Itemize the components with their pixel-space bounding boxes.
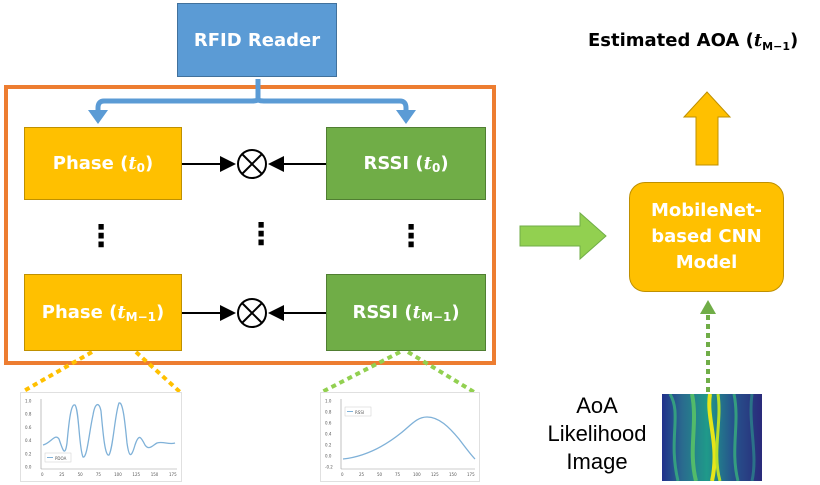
rfid-reader-label: RFID Reader <box>193 29 321 51</box>
rssi-top-close: ) <box>440 153 449 174</box>
phase-plot-xtick: 0 <box>41 472 44 477</box>
rssi-plot-xtick: 25 <box>359 472 365 477</box>
arrowhead-right <box>396 110 416 124</box>
rssi-plot-connector-right <box>406 350 476 394</box>
phase-bottom-sub: M−1 <box>125 309 157 324</box>
phase-plot-xtick: 125 <box>132 472 140 477</box>
cnn-model-box: MobileNet- based CNN Model <box>629 182 784 292</box>
output-sub: M−1 <box>762 40 790 53</box>
arrowhead-left <box>88 110 108 124</box>
dots-rssi: ⋮ <box>396 219 426 254</box>
output-label-text: Estimated AOA ( <box>588 30 754 51</box>
output-label: Estimated AOA (tM−1) <box>588 30 799 53</box>
phase-plot-xtick: 25 <box>59 472 65 477</box>
phase-plot-xtick: 175 <box>169 472 177 477</box>
rssi-plot-svg: 1.0 0.8 0.6 0.4 0.2 0.0 -0.2 0 25 50 75 100 125 150 1… <box>325 399 476 477</box>
rssi-plot-xtick: 75 <box>395 472 401 477</box>
rssi-box-top: RSSI ( t 0 ) <box>326 127 486 200</box>
dots-phase: ⋮ <box>86 219 116 254</box>
phase-bottom-label: Phase ( <box>41 302 118 323</box>
cnn-line-3: Model <box>675 252 738 273</box>
rssi-plot-connector-left <box>321 350 401 394</box>
phase-plot-ytick: 0.6 <box>25 425 32 430</box>
multiply-icon-bottom <box>237 298 267 328</box>
aoa-label-line-2: Likelihood <box>547 421 647 446</box>
aoa-image-label: AoA Likelihood Image <box>536 392 658 476</box>
rssi-plot-ytick: 0.4 <box>325 432 332 437</box>
rssi-plot-xtick: 125 <box>431 472 439 477</box>
rssi-top-var: t <box>423 153 432 174</box>
rssi-plot-ytick: 1.0 <box>325 399 332 404</box>
rssi-plot: 1.0 0.8 0.6 0.4 0.2 0.0 -0.2 0 25 50 75 100 125 150 1… <box>320 392 480 482</box>
rssi-plot-xtick: 50 <box>377 472 383 477</box>
to-cnn-arrow <box>519 211 607 261</box>
phase-plot-xtick: 75 <box>96 472 102 477</box>
rssi-plot-xtick: 100 <box>413 472 421 477</box>
phase-legend: PDOA <box>55 456 67 461</box>
phase-plot-xtick: 100 <box>114 472 122 477</box>
rssi-legend: RSSI <box>355 410 364 415</box>
rssi-plot-xtick: 0 <box>341 472 344 477</box>
rssi-top-sub: 0 <box>431 160 441 175</box>
rfid-reader-box: RFID Reader <box>177 3 337 77</box>
rssi-bottom-close: ) <box>451 302 460 323</box>
phase-top-close: ) <box>145 153 154 174</box>
aoa-label-line-1: AoA <box>576 393 618 418</box>
phase-plot-connector-left <box>21 350 93 394</box>
phase-plot-xtick: 50 <box>78 472 84 477</box>
feature-extraction-frame <box>4 85 496 365</box>
reader-split-arrow <box>95 79 409 112</box>
rssi-bottom-var: t <box>412 302 421 323</box>
multiply-icon-top <box>237 149 267 179</box>
dots-middle: ⋮ <box>246 217 276 252</box>
output-up-arrow <box>682 91 732 166</box>
output-var: t <box>753 30 763 51</box>
rssi-plot-ytick: 0.2 <box>325 443 332 448</box>
phase-plot-svg: 1.0 0.8 0.6 0.4 0.2 0.0 0 25 50 75 100 125 150 175 P… <box>25 399 177 478</box>
rssi-plot-xtick: 150 <box>449 472 457 477</box>
phase-plot-xtick: 150 <box>151 472 159 477</box>
phase-plot-ytick: 0.0 <box>25 465 32 470</box>
phase-plot-ytick: 0.2 <box>25 451 32 456</box>
phase-top-sub: 0 <box>136 160 146 175</box>
phase-box-bottom: Phase ( t M−1 ) <box>24 274 182 351</box>
rssi-plot-ytick: 0.8 <box>325 410 332 415</box>
rssi-plot-ytick: -0.2 <box>325 465 333 470</box>
phase-plot-ytick: 0.4 <box>25 438 32 443</box>
output-close: ) <box>789 30 799 51</box>
phase-plot: 1.0 0.8 0.6 0.4 0.2 0.0 0 25 50 75 100 125 150 175 P… <box>20 392 182 482</box>
rssi-plot-ytick: 0.0 <box>325 454 332 459</box>
rssi-plot-ytick: 0.6 <box>325 421 332 426</box>
rssi-bottom-sub: M−1 <box>420 309 452 324</box>
phase-top-var: t <box>128 153 137 174</box>
rssi-box-bottom: RSSI ( t M−1 ) <box>326 274 486 351</box>
phase-top-label: Phase ( <box>52 153 129 174</box>
cnn-line-1: MobileNet- <box>650 200 763 221</box>
phase-plot-ytick: 0.8 <box>25 412 32 417</box>
aoa-likelihood-image <box>662 394 762 481</box>
rssi-bottom-label: RSSI ( <box>352 302 413 323</box>
phase-plot-connector-right <box>134 350 182 394</box>
rssi-plot-xtick: 175 <box>467 472 475 477</box>
phase-box-top: Phase ( t 0 ) <box>24 127 182 200</box>
aoa-label-line-3: Image <box>566 449 628 474</box>
rssi-curve <box>342 416 476 460</box>
phase-bottom-var: t <box>117 302 126 323</box>
image-to-cnn-arrowhead <box>700 300 716 314</box>
phase-curve <box>42 402 176 458</box>
phase-plot-ytick: 1.0 <box>25 399 32 404</box>
rssi-top-label: RSSI ( <box>363 153 424 174</box>
phase-bottom-close: ) <box>156 302 165 323</box>
cnn-line-2: based CNN <box>651 226 762 247</box>
